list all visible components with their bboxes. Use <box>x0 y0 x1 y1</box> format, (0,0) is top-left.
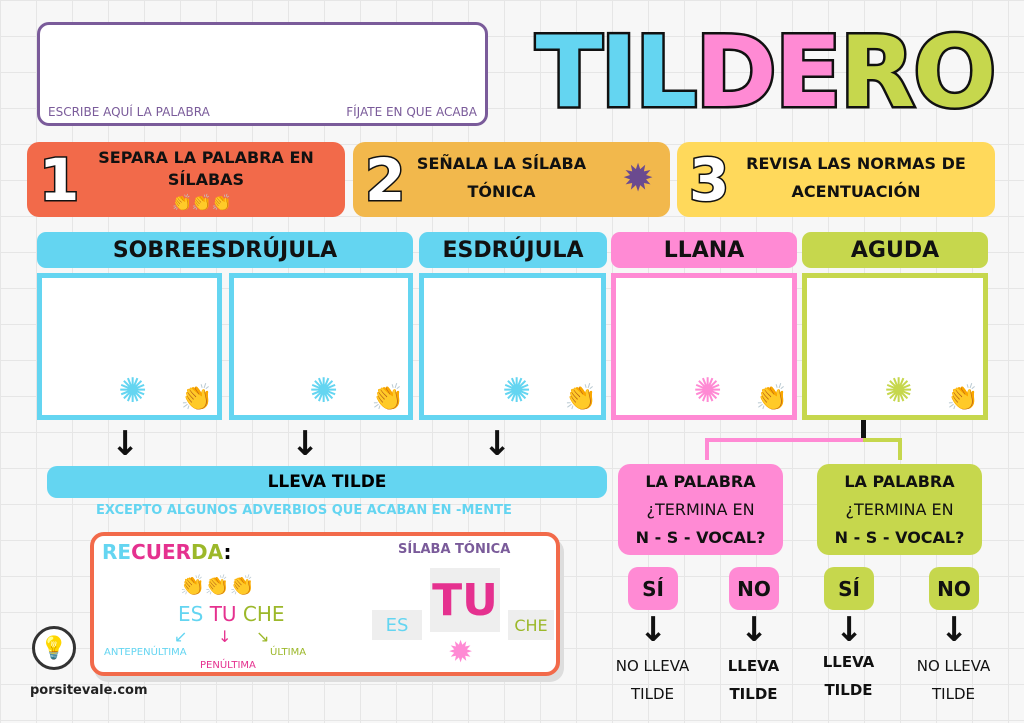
header-aguda: AGUDA <box>802 232 988 268</box>
result-text: LLEVA TILDE <box>727 657 780 703</box>
title-letter: R <box>837 14 918 133</box>
llana-question: LA PALABRA ¿TERMINA EN N - S - VOCAL? <box>618 464 783 555</box>
burst-icon: ✺ <box>502 371 532 411</box>
q-line: N - S - VOCAL? <box>635 527 766 547</box>
title-letter: O <box>911 14 999 133</box>
q-line: LA PALABRA <box>844 471 955 491</box>
burst-icon: ✺ <box>118 371 148 411</box>
connector <box>705 438 709 460</box>
aguda-no: NO <box>929 567 979 610</box>
llana-si: SÍ <box>628 567 678 610</box>
step-3: 3 REVISA LAS NORMAS DE ACENTUACIÓN <box>677 142 995 217</box>
syllable-box[interactable]: ✺👏 <box>419 273 606 420</box>
connector <box>705 438 863 442</box>
result-text: NO LLEVA TILDE <box>615 657 690 703</box>
q-line: ¿TERMINA EN <box>646 499 755 519</box>
burst-icon: ✺ <box>693 371 723 411</box>
arrow-down-icon: ↓ <box>739 610 769 650</box>
q-line: LA PALABRA <box>645 471 756 491</box>
sign-es: ES <box>372 610 422 640</box>
header-esdrujula: ESDRÚJULA <box>419 232 607 268</box>
lightbulb-logo-icon: 💡 <box>32 626 76 670</box>
header-sobreesdrujula: SOBREESDRÚJULA <box>37 232 413 268</box>
syllable-box[interactable]: ✺👏 <box>37 273 222 420</box>
arrow-down-icon: ↓ <box>638 610 668 650</box>
title-letter: L <box>632 14 700 133</box>
recuerda-panel: RECUERDA: 👏👏👏 ES TU CHE ↙ ↓ ↘ ANTEPENÚLT… <box>90 532 560 676</box>
burst-icon: ✹ <box>448 635 474 670</box>
clap-icon: 👏 <box>755 383 788 413</box>
sign-tu: TU <box>430 568 500 632</box>
step-1: 1 SEPARA LA PALABRA EN SÍLABAS 👏👏👏 <box>27 142 345 217</box>
clap-icons: 👏👏👏 <box>180 573 255 597</box>
burst-icon: ✺ <box>309 371 339 411</box>
sign-che: CHE <box>508 610 554 640</box>
word-input-box[interactable]: ESCRIBE AQUÍ LA PALABRA FÍJATE EN QUE AC… <box>37 22 488 126</box>
ending-label: FÍJATE EN QUE ACABA <box>346 105 477 119</box>
syllable-box[interactable]: ✺👏 <box>802 273 988 420</box>
title-letter: D <box>693 14 779 133</box>
burst-icon: ✹ <box>622 156 654 200</box>
lleva-tilde-bar: LLEVA TILDE <box>47 466 607 498</box>
step-number: 3 <box>687 145 730 216</box>
label-penultima: PENÚLTIMA <box>200 660 256 671</box>
title-letter: T <box>533 14 605 133</box>
arrow-down-icon: ↓ <box>834 610 864 650</box>
step-text: SEÑALA LA SÍLABA TÓNICA <box>416 154 587 201</box>
arrow-icon: ↓ <box>218 627 232 646</box>
llana-no: NO <box>729 567 779 610</box>
syllable-box[interactable]: ✺👏 <box>229 273 413 420</box>
connector <box>863 438 901 442</box>
clap-icon: 👏 <box>564 383 597 413</box>
arrow-down-icon: ↓ <box>939 610 969 650</box>
clap-icons: 👏👏👏 <box>172 193 232 212</box>
arrow-down-icon: ↓ <box>482 424 512 464</box>
connector <box>861 420 866 440</box>
logo-text: porsitevale.com <box>30 683 148 698</box>
arrow-down-icon: ↓ <box>110 424 140 464</box>
q-line: N - S - VOCAL? <box>834 527 965 547</box>
step-number: 2 <box>363 145 406 216</box>
title-letter: E <box>772 14 844 133</box>
arrow-down-icon: ↓ <box>290 424 320 464</box>
result-text: NO LLEVA TILDE <box>916 657 991 703</box>
clap-icon: 👏 <box>180 383 213 413</box>
silaba-tonica-title: SÍLABA TÓNICA <box>398 542 511 557</box>
clap-icon: 👏 <box>371 383 404 413</box>
result-text: LLEVA TILDE <box>822 653 875 699</box>
label-antepenultima: ANTEPENÚLTIMA <box>104 647 187 658</box>
header-llana: LLANA <box>611 232 797 268</box>
step-text: REVISA LAS NORMAS DE ACENTUACIÓN <box>746 154 966 201</box>
syllables: ES TU CHE <box>178 602 285 626</box>
step-2: 2 SEÑALA LA SÍLABA TÓNICA ✹ <box>353 142 670 217</box>
burst-icon: ✺ <box>884 371 914 411</box>
word-input-label: ESCRIBE AQUÍ LA PALABRA <box>48 105 210 119</box>
arrow-icon: ↘ <box>256 627 270 646</box>
step-text: SEPARA LA PALABRA EN SÍLABAS <box>98 148 314 189</box>
title-letter: I <box>598 14 640 133</box>
clap-icon: 👏 <box>946 383 979 413</box>
label-ultima: ÚLTIMA <box>270 647 307 658</box>
aguda-question: LA PALABRA ¿TERMINA EN N - S - VOCAL? <box>817 464 982 555</box>
aguda-si: SÍ <box>824 567 874 610</box>
connector <box>898 438 902 460</box>
q-line: ¿TERMINA EN <box>845 499 954 519</box>
arrow-icon: ↙ <box>174 627 188 646</box>
recuerda-title: RECUERDA: <box>102 540 232 564</box>
syllable-box[interactable]: ✺👏 <box>611 273 797 420</box>
exception-note: EXCEPTO ALGUNOS ADVERBIOS QUE ACABAN EN … <box>96 503 512 518</box>
step-number: 1 <box>37 145 80 216</box>
